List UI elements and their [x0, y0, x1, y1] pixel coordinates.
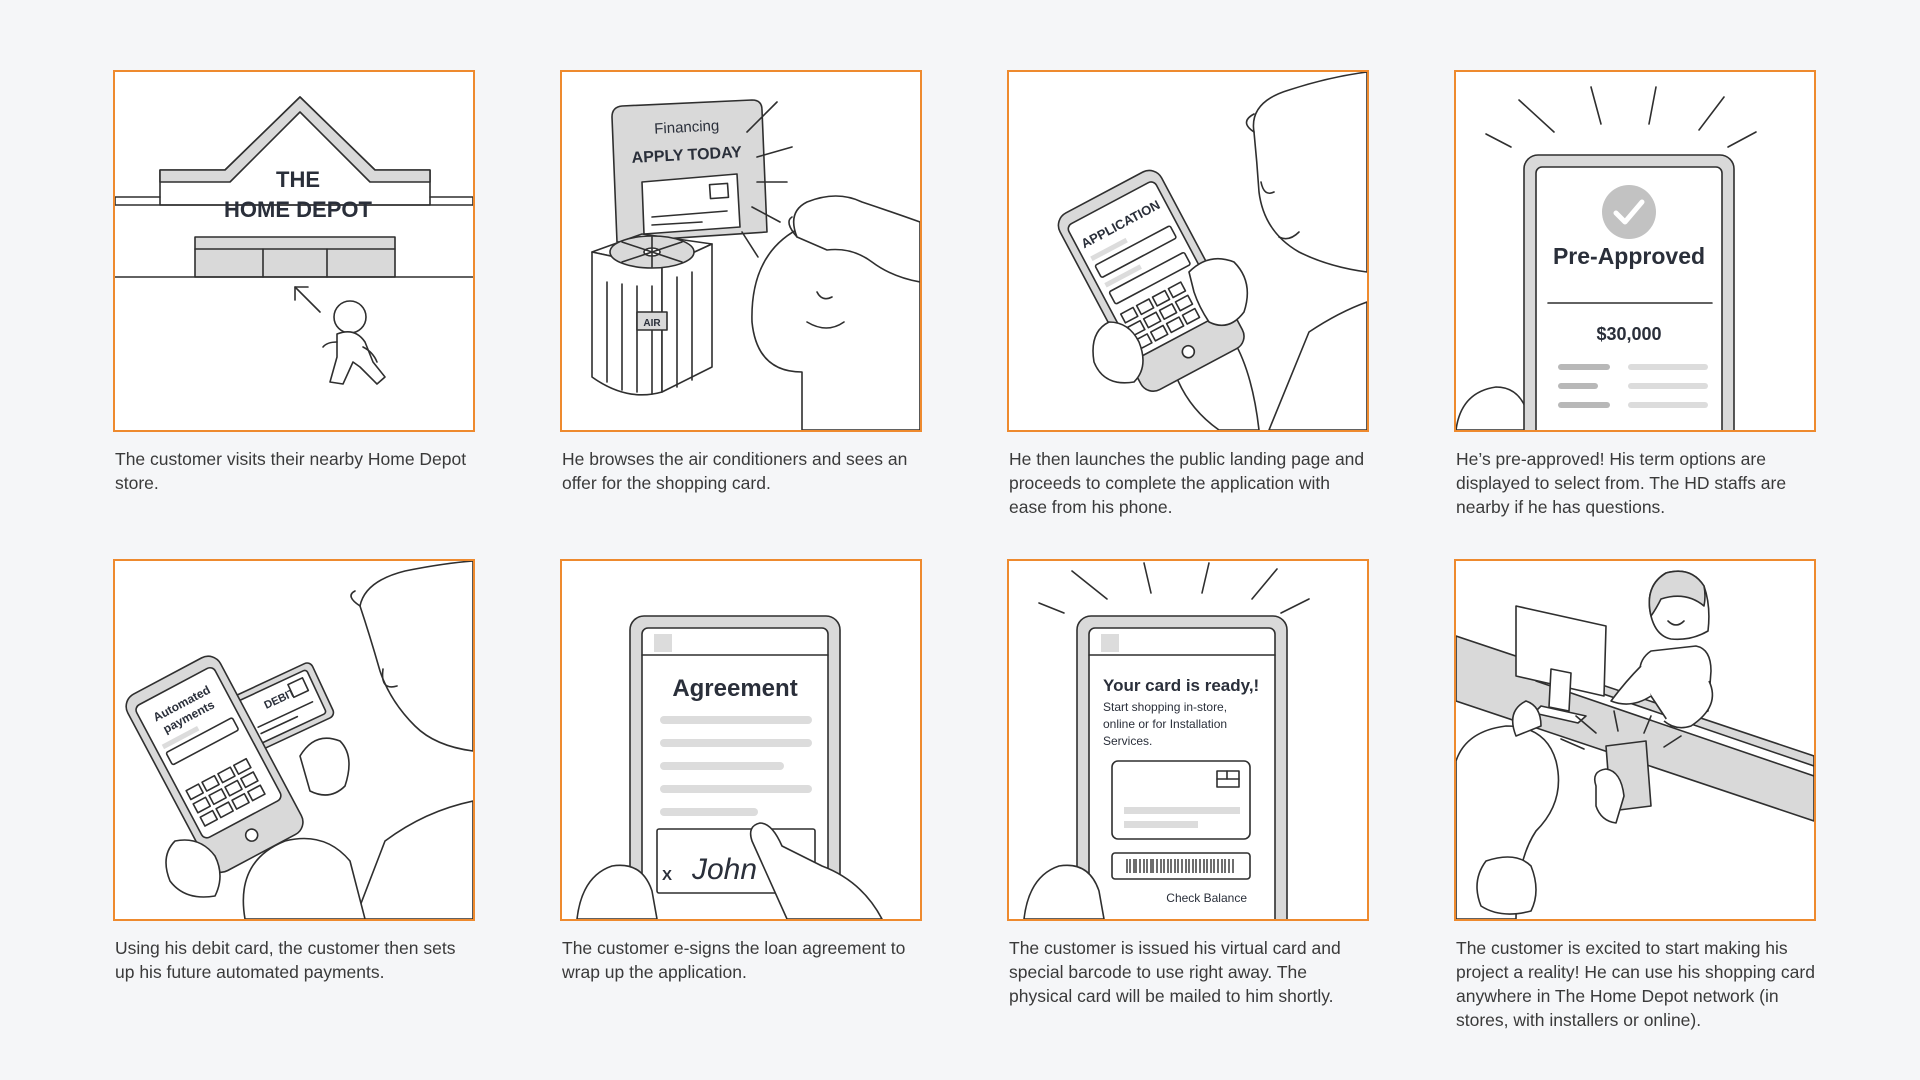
- panel-3-caption: He then launches the public landing page…: [1009, 449, 1365, 517]
- card-ready-body-2: online or for Installation: [1103, 717, 1227, 731]
- panel-1-caption: The customer visits their nearby Home De…: [115, 449, 467, 493]
- checkmark-icon: [1602, 185, 1656, 239]
- store-sign-line1: THE: [276, 167, 320, 192]
- panel-8-caption: The customer is excited to start making …: [1456, 938, 1815, 1030]
- storyboard-panel-8: [1454, 559, 1816, 921]
- pre-approved-illustration: Pre-Approved $30,000: [1456, 86, 1757, 430]
- card-ready-heading: Your card is ready,!: [1103, 676, 1259, 695]
- signature: John: [691, 853, 757, 886]
- in-store-checkout-illustration: [1456, 570, 1814, 919]
- signature-x: X: [662, 867, 672, 884]
- storyboard-panel-5: DEBIT Automated payments: [113, 559, 475, 921]
- storyboard-panel-7: Your card is ready,! Start shopping in-s…: [1007, 559, 1369, 921]
- storyboard-panel-1: THE HOME DEPOT: [113, 70, 475, 432]
- storyboard-panel-4: Pre-Approved $30,000: [1454, 70, 1816, 432]
- air-conditioner-illustration: Financing APPLY TODAY AIR: [591, 99, 920, 430]
- automated-payments-illustration: DEBIT Automated payments: [125, 561, 473, 919]
- direction-arrow-icon: [294, 286, 321, 313]
- e-sign-agreement-illustration: Agreement X John: [576, 615, 883, 919]
- panel-6-caption: The customer e-signs the loan agreement …: [562, 938, 906, 982]
- virtual-card-illustration: Your card is ready,! Start shopping in-s…: [1023, 562, 1310, 919]
- doc-title-agreement: Agreement: [672, 675, 797, 702]
- card-ready-body-3: Services.: [1103, 734, 1152, 748]
- status-pre-approved: Pre-Approved: [1553, 243, 1705, 269]
- storyboard-panel-6: Agreement X John: [560, 559, 922, 921]
- sign-apply-today: APPLY TODAY: [631, 144, 742, 167]
- panel-5-caption: Using his debit card, the customer then …: [115, 938, 456, 982]
- storyboard-panel-2: Financing APPLY TODAY AIR: [560, 70, 922, 432]
- card-ready-body-1: Start shopping in-store,: [1103, 700, 1227, 714]
- phone-application-illustration: APPLICATION: [1057, 72, 1367, 430]
- sign-financing: Financing: [654, 117, 720, 137]
- panel-7-caption: The customer is issued his virtual card …: [1009, 938, 1341, 1006]
- approved-amount: $30,000: [1596, 324, 1661, 344]
- panel-2-caption: He browses the air conditioners and sees…: [562, 449, 908, 493]
- storyboard-panel-3: APPLICATION: [1007, 70, 1369, 432]
- virtual-card: [1111, 760, 1251, 840]
- panel-4-caption: He’s pre-approved! His term options are …: [1456, 449, 1787, 517]
- unit-label-air: AIR: [643, 318, 661, 329]
- store-sign-line2: HOME DEPOT: [224, 197, 372, 222]
- check-balance-link[interactable]: Check Balance: [1166, 891, 1247, 905]
- store-visit-illustration: THE HOME DEPOT: [115, 96, 473, 385]
